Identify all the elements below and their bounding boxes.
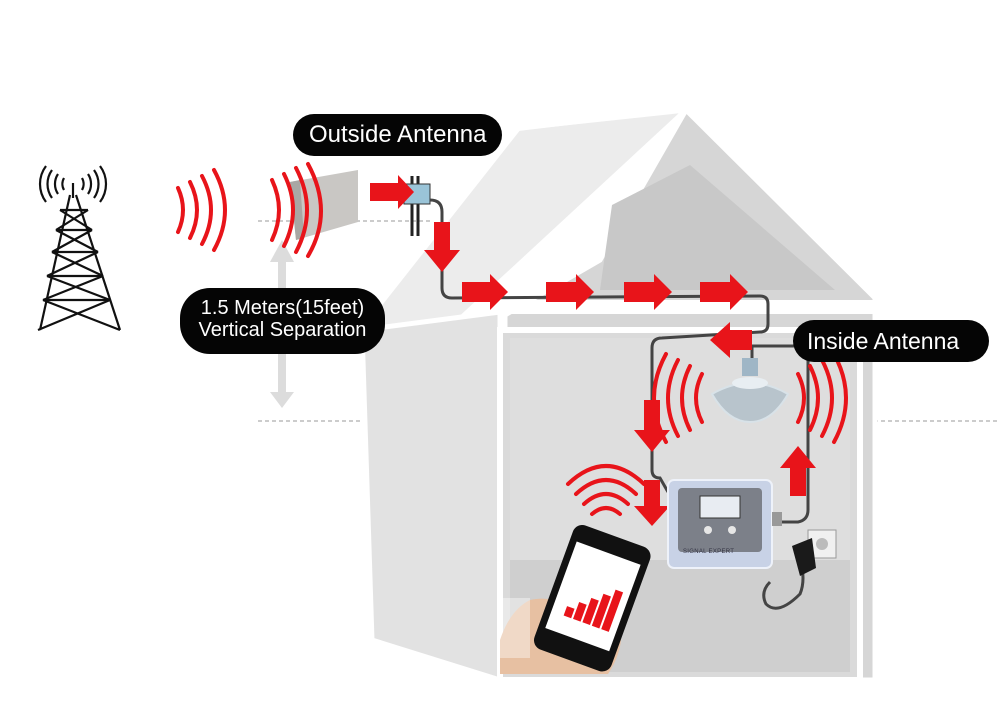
power-adapter bbox=[792, 529, 837, 576]
signal-flow-arrows bbox=[370, 175, 816, 526]
inside-antenna-waves bbox=[652, 352, 848, 444]
outside-antenna-label: Outside Antenna bbox=[293, 114, 503, 156]
signal-repeater bbox=[667, 479, 782, 569]
signal-bars-icon bbox=[563, 589, 624, 632]
tower-signal-waves bbox=[176, 168, 227, 252]
outside-panel-antenna bbox=[290, 170, 431, 240]
separation-line-1: 1.5 Meters(15feet) bbox=[200, 297, 365, 319]
outside-antenna-waves bbox=[270, 162, 323, 258]
repeater-brand-text: SIGNAL EXPERT bbox=[683, 549, 735, 555]
cell-tower-icon bbox=[37, 165, 122, 332]
separation-line-2: Vertical Separation bbox=[198, 319, 367, 341]
vertical-separation-label: 1.5 Meters(15feet) Vertical Separation bbox=[180, 288, 385, 354]
phone-signal-waves bbox=[566, 464, 646, 516]
inside-ceiling-antenna bbox=[710, 358, 790, 424]
inside-antenna-label: Inside Antenna bbox=[793, 320, 990, 362]
smartphone bbox=[533, 524, 651, 672]
